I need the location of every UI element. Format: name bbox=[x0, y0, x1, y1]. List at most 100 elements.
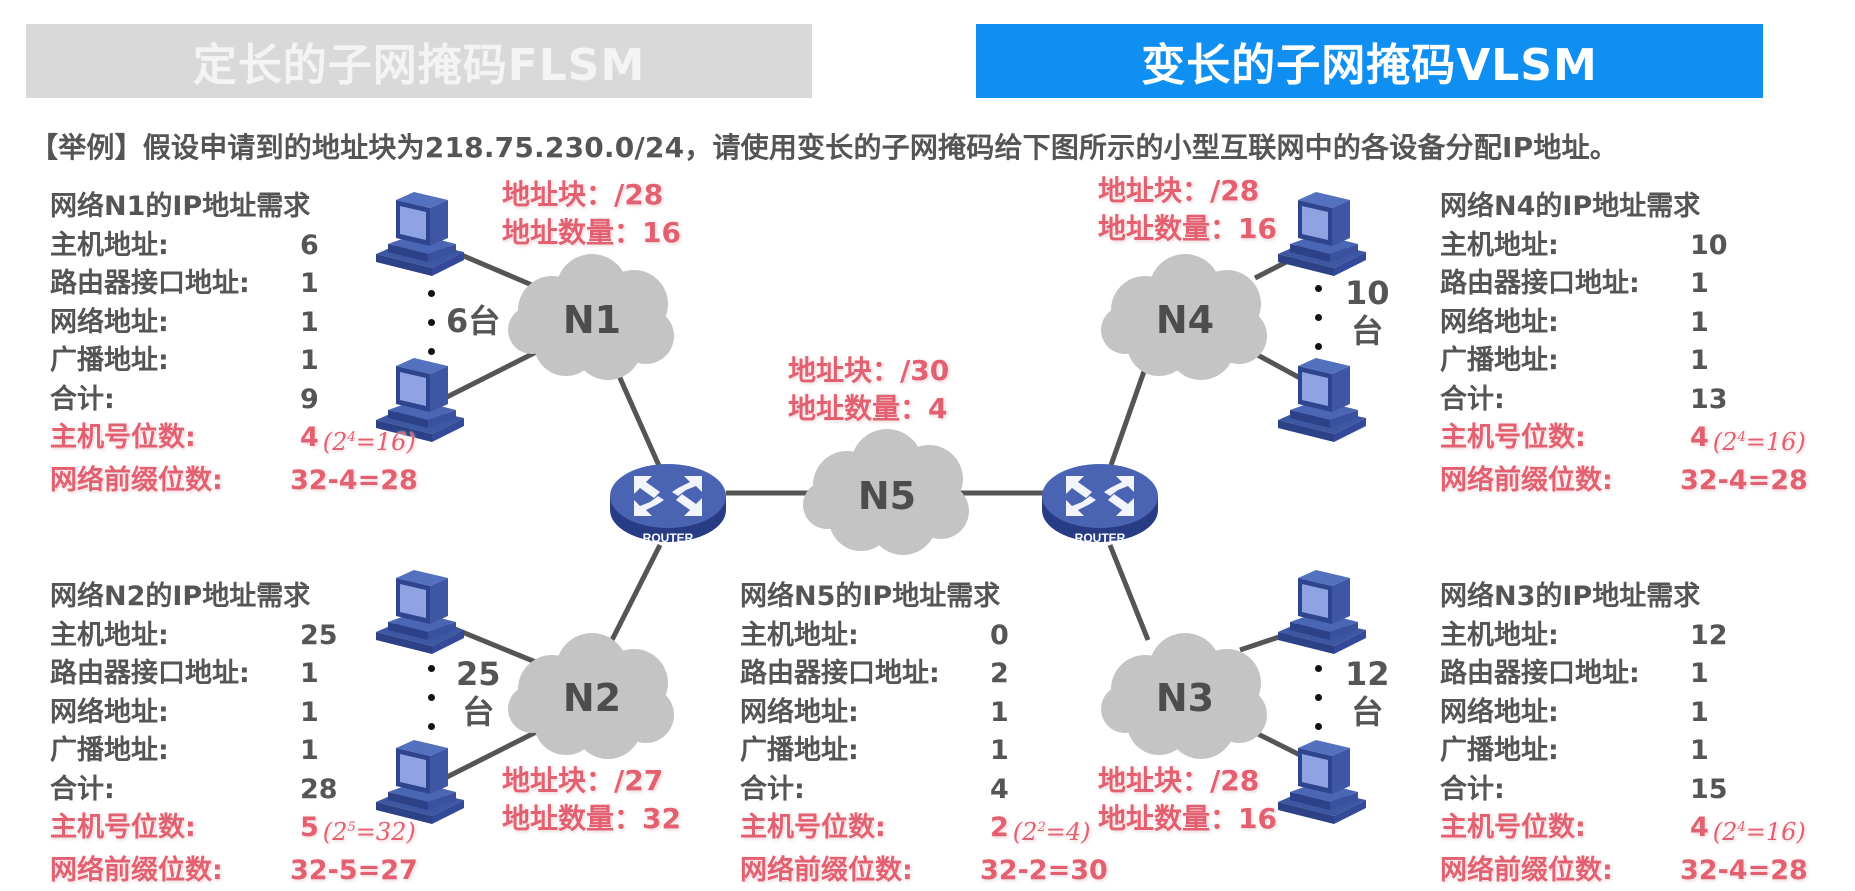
formula-base: 2 bbox=[1722, 428, 1738, 456]
req-value: 1 bbox=[1690, 345, 1709, 376]
formula-result: =16 bbox=[355, 428, 407, 456]
req-label: 主机号位数: bbox=[50, 422, 196, 453]
req-value: 32-2=30 bbox=[980, 854, 1108, 886]
req-value: 1 bbox=[990, 735, 1009, 766]
requirements-n5: 网络N5的IP地址需求 主机地址:0 路由器接口地址:2 网络地址:1 广播地址… bbox=[740, 578, 1108, 890]
requirements-n2: 网络N2的IP地址需求 主机地址:25 路由器接口地址: 1 网络地址:1 广播地… bbox=[50, 578, 418, 890]
cloud-n2-label: N2 bbox=[562, 676, 622, 720]
link-n4-router-right bbox=[1107, 359, 1151, 469]
req-value: 2 bbox=[990, 812, 1009, 843]
address-block-n1-prefix: 地址块：/28 bbox=[502, 178, 664, 211]
req-value: 2 bbox=[990, 658, 1009, 689]
req-row-total: 合计:13 bbox=[1440, 381, 1808, 420]
requirements-n3: 网络N3的IP地址需求 主机地址:12 路由器接口地址:1 网络地址:1 广播地… bbox=[1440, 578, 1808, 890]
req-value: 4 bbox=[300, 422, 319, 453]
router-right-label: ROUTER bbox=[1075, 531, 1126, 545]
req-label: 合计: bbox=[1440, 383, 1505, 415]
address-block-n4: 地址块：/28 地址数量：16 bbox=[1098, 172, 1277, 248]
req-value: 1 bbox=[1690, 696, 1709, 728]
req-row-hosts: 主机地址:25 bbox=[50, 617, 418, 656]
req-label: 合计: bbox=[50, 383, 115, 415]
req-title: 网络N2的IP地址需求 bbox=[50, 578, 418, 617]
req-value: 1 bbox=[300, 658, 319, 689]
formula-exp: 4 bbox=[1737, 430, 1746, 445]
req-row-router-if: 路由器接口地址: 1 bbox=[50, 655, 418, 694]
req-title-text: 网络N4的IP地址需求 bbox=[1440, 191, 1701, 222]
host-bits-formula: (25=32) bbox=[322, 818, 416, 846]
req-label: 主机地址: bbox=[740, 619, 859, 651]
address-block-n4-prefix: 地址块：/28 bbox=[1098, 174, 1260, 207]
host-count-n4-num: 10 bbox=[1345, 274, 1390, 312]
req-value: 32-4=28 bbox=[1680, 854, 1808, 886]
req-row-prefix-bits: 网络前缀位数:32-4=28 bbox=[1440, 462, 1808, 501]
req-value: 28 bbox=[300, 773, 338, 805]
req-label: 路由器接口地址: bbox=[1440, 268, 1640, 299]
req-value: 1 bbox=[300, 735, 319, 766]
req-row-host-bits: 主机号位数:5(25=32) bbox=[50, 809, 418, 852]
req-label: 广播地址: bbox=[50, 345, 169, 376]
formula-result: =16 bbox=[1745, 428, 1797, 456]
req-label: 路由器接口地址: bbox=[50, 658, 250, 689]
req-value: 1 bbox=[300, 696, 319, 728]
req-row-prefix-bits: 网络前缀位数:32-5=27 bbox=[50, 852, 418, 891]
req-row-prefix-bits: 网络前缀位数: 32-2=30 bbox=[740, 852, 1108, 891]
req-row-total: 合计:9 bbox=[50, 381, 418, 420]
ellipsis-dots-n4 bbox=[1315, 285, 1323, 372]
host-bits-formula: (22=4) bbox=[1012, 818, 1091, 846]
req-label: 主机地址: bbox=[50, 229, 169, 261]
req-label: 路由器接口地址: bbox=[50, 268, 250, 299]
host-count-n3-num: 12 bbox=[1345, 655, 1390, 693]
req-value: 32-5=27 bbox=[290, 854, 418, 886]
req-row-total: 合计:28 bbox=[50, 771, 418, 810]
req-value: 4 bbox=[1690, 812, 1709, 843]
req-row-network: 网络地址:1 bbox=[50, 694, 418, 733]
host-count-n1-num: 6 bbox=[446, 302, 469, 340]
req-label: 主机地址: bbox=[1440, 229, 1559, 261]
req-value: 25 bbox=[300, 619, 338, 651]
req-label: 网络地址: bbox=[740, 696, 859, 728]
req-value: 15 bbox=[1690, 773, 1728, 805]
req-value: 10 bbox=[1690, 229, 1728, 261]
host-count-n1-unit: 台 bbox=[468, 302, 501, 340]
link-n2-router-left bbox=[609, 543, 663, 642]
host-count-n3-unit: 台 bbox=[1351, 693, 1384, 731]
host-bits-formula: (24=16) bbox=[1712, 818, 1806, 846]
req-value: 32-4=28 bbox=[290, 464, 418, 496]
address-block-n1-count: 地址数量：16 bbox=[502, 216, 681, 249]
req-value: 1 bbox=[1690, 735, 1709, 766]
router-left-label: ROUTER bbox=[643, 531, 694, 545]
link-n1-router-left bbox=[609, 358, 663, 470]
formula-exp: 4 bbox=[347, 430, 356, 445]
req-row-hosts: 主机地址:12 bbox=[1440, 617, 1808, 656]
req-label: 网络前缀位数: bbox=[1440, 464, 1613, 496]
host-count-n4-unit: 台 bbox=[1351, 312, 1384, 350]
req-label: 主机号位数: bbox=[50, 812, 196, 843]
req-title: 网络N3的IP地址需求 bbox=[1440, 578, 1808, 617]
req-value: 1 bbox=[1690, 306, 1709, 338]
ellipsis-dots-n2 bbox=[428, 665, 436, 752]
req-label: 路由器接口地址: bbox=[740, 658, 940, 689]
requirements-n4: 网络N4的IP地址需求 主机地址:10 路由器接口地址:1 网络地址:1 广播地… bbox=[1440, 188, 1808, 500]
vlsm-header-tab[interactable]: 变长的子网掩码VLSM bbox=[976, 24, 1763, 98]
example-intro-text: 【举例】假设申请到的地址块为218.75.230.0/24，请使用变长的子网掩码… bbox=[30, 131, 1618, 164]
req-row-network: 网络地址:1 bbox=[1440, 694, 1808, 733]
host-count-n1: 6台 bbox=[446, 302, 500, 340]
host-count-n2-unit: 台 bbox=[462, 693, 495, 731]
formula-base: 2 bbox=[1022, 818, 1038, 846]
req-row-hosts: 主机地址:0 bbox=[740, 617, 1108, 656]
address-block-n2: 地址块：/27 地址数量：32 bbox=[502, 762, 681, 838]
formula-exp: 2 bbox=[1037, 820, 1046, 835]
req-label: 网络前缀位数: bbox=[740, 854, 913, 886]
req-value: 1 bbox=[300, 306, 319, 338]
req-row-host-bits: 主机号位数:4(24=16) bbox=[50, 419, 418, 462]
req-title: 网络N4的IP地址需求 bbox=[1440, 188, 1808, 227]
cloud-n5-label: N5 bbox=[857, 474, 917, 518]
flsm-header-tab[interactable]: 定长的子网掩码FLSM bbox=[26, 24, 812, 98]
req-label: 广播地址: bbox=[50, 735, 169, 766]
formula-base: 2 bbox=[1722, 818, 1738, 846]
req-value: 6 bbox=[300, 229, 319, 261]
link-n3-router-right bbox=[1107, 544, 1151, 641]
req-row-broadcast: 广播地址:1 bbox=[1440, 732, 1808, 771]
req-label: 主机号位数: bbox=[1440, 812, 1586, 843]
